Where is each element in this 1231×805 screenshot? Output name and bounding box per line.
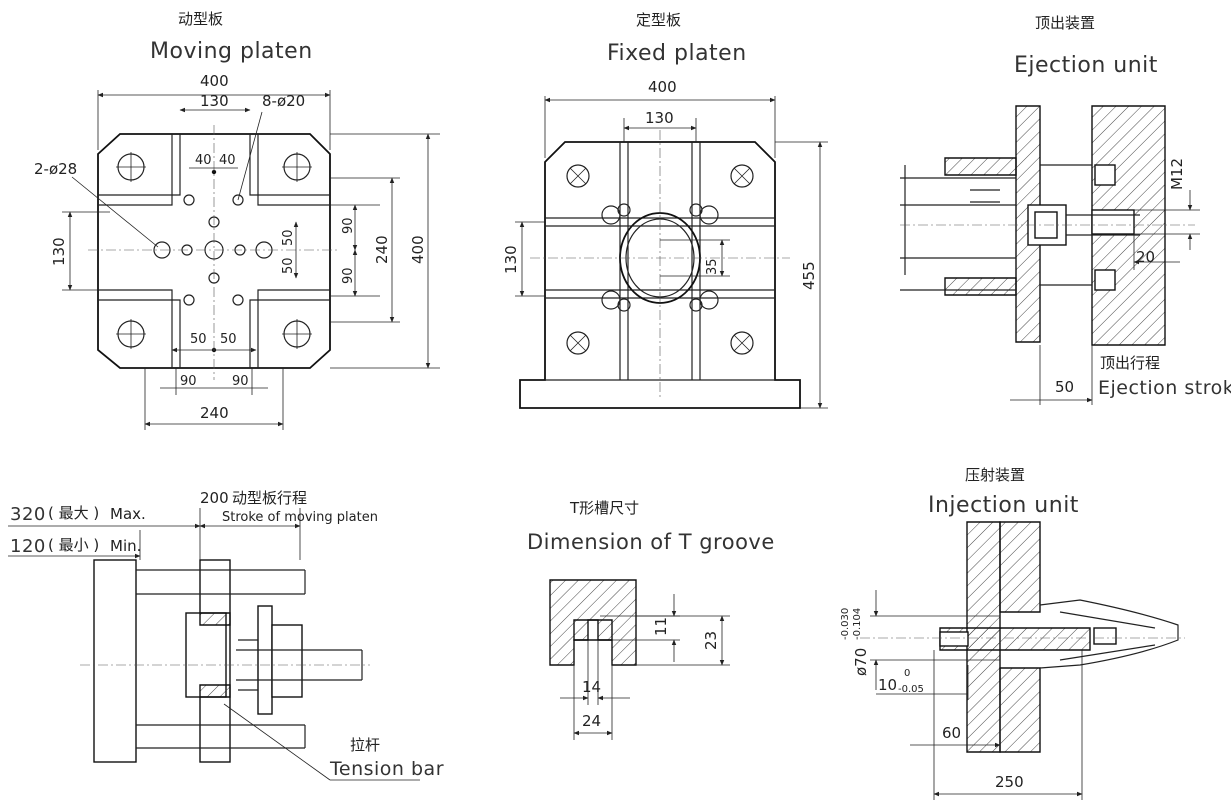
- mp-dim-holes: 8-ø20: [262, 92, 305, 110]
- mp-dim-90b: 90: [341, 267, 356, 284]
- mp-dim-b90b: 90: [232, 374, 249, 389]
- injection-unit-view: 压射装置 Injection unit ø70 -0.030 -0.104 10…: [840, 466, 1185, 800]
- stroke-value: 200: [200, 489, 229, 507]
- tension-bar-en: Tension bar: [329, 758, 444, 780]
- fixed-platen-view: 定型板 Fixed platen: [502, 11, 828, 409]
- mp-dim-b90a: 90: [180, 374, 197, 389]
- iu-dim-60: 60: [942, 724, 961, 742]
- iu-dim-10-tol-up: 0: [904, 668, 910, 679]
- mp-dim-50b: 50: [281, 257, 296, 274]
- mp-dim-b50a: 50: [190, 332, 207, 347]
- fixed-platen-title-cn: 定型板: [636, 11, 681, 29]
- mp-dim-90a: 90: [341, 217, 356, 234]
- ejection-unit-title-cn: 顶出装置: [1035, 14, 1095, 32]
- t-groove-dimensions: 11 23 14 24: [560, 594, 730, 740]
- mp-dim-width: 400: [200, 72, 229, 90]
- mp-dim-center: 130: [200, 92, 229, 110]
- stroke-min-value: 120: [10, 536, 46, 557]
- fixed-platen-dimensions: 400 130 130 35 455: [502, 78, 828, 409]
- fp-dim-width: 400: [648, 78, 677, 96]
- iu-dim-dia-tol-up: -0.030: [840, 608, 851, 640]
- t-groove-title-en: Dimension of T groove: [527, 530, 775, 554]
- tg-dim-14: 14: [582, 678, 601, 696]
- eu-stroke-cn: 顶出行程: [1100, 354, 1160, 372]
- tg-dim-24: 24: [582, 712, 601, 730]
- fixed-platen-body: [519, 130, 801, 409]
- t-groove-body: [549, 579, 637, 666]
- moving-platen-view: 动型板 Moving platen: [34, 10, 440, 430]
- ejection-unit-title-en: Ejection unit: [1014, 53, 1158, 78]
- eu-stroke-en: Ejection stroke: [1098, 377, 1231, 399]
- stroke-min-cn: ( 最小 ): [48, 536, 99, 554]
- fp-dim-left130: 130: [502, 245, 520, 274]
- iu-dim-dia: ø70: [852, 648, 870, 676]
- mp-dim-v240: 240: [373, 235, 391, 264]
- mp-dim-v400: 400: [409, 235, 427, 264]
- fixed-platen-title-en: Fixed platen: [607, 41, 747, 66]
- injection-unit-body: [860, 521, 1185, 753]
- stroke-dimensions: 拉杆 Tension bar: [8, 508, 444, 781]
- moving-platen-dimensions: 400 130 8-ø20 2-ø28 40 40 130 90 90 50 5…: [34, 72, 440, 430]
- stroke-machine: [80, 559, 370, 763]
- moving-platen-title-cn: 动型板: [178, 10, 223, 28]
- mp-dim-40a: 40: [195, 153, 212, 168]
- mp-dim-b50b: 50: [220, 332, 237, 347]
- iu-dim-dia-tol-low: -0.104: [852, 608, 863, 640]
- injection-unit-title-en: Injection unit: [928, 493, 1079, 518]
- tg-dim-23: 23: [702, 631, 720, 650]
- moving-platen-title-en: Moving platen: [150, 39, 313, 64]
- iu-dim-250: 250: [995, 773, 1024, 791]
- ejection-unit-view: 顶出装置 Ejection unit M12: [900, 14, 1231, 405]
- injection-unit-dimensions: ø70 -0.030 -0.104 10 0 -0.05 60 250: [840, 590, 1083, 800]
- fp-dim-35: 35: [705, 258, 720, 275]
- iu-dim-10: 10: [878, 676, 897, 694]
- t-groove-title-cn: T形槽尺寸: [569, 499, 639, 517]
- ejection-unit-dimensions: M12 20 50 顶出行程 Ejection stroke: [1010, 158, 1231, 405]
- stroke-cn: 动型板行程: [232, 489, 307, 507]
- ejection-unit-body: [900, 105, 1195, 346]
- fp-dim-center: 130: [645, 109, 674, 127]
- mp-dim-50a: 50: [281, 229, 296, 246]
- stroke-max-value: 320: [10, 504, 46, 525]
- eu-dim-thread: M12: [1168, 158, 1186, 190]
- fp-dim-455: 455: [800, 261, 818, 290]
- eu-dim-20: 20: [1136, 248, 1155, 266]
- mp-dim-b240: 240: [200, 404, 229, 422]
- tg-dim-11: 11: [652, 617, 670, 636]
- mp-dim-40b: 40: [219, 153, 236, 168]
- injection-unit-title-cn: 压射装置: [965, 466, 1025, 484]
- iu-dim-10-tol-low: -0.05: [898, 684, 924, 695]
- moving-platen-body: [88, 125, 340, 380]
- stroke-min-en: Min.: [110, 537, 141, 555]
- stroke-max-cn: ( 最大 ): [48, 504, 99, 522]
- mp-dim-left130: 130: [50, 237, 68, 266]
- t-groove-view: T形槽尺寸 Dimension of T groove 11 23 14 24: [527, 499, 775, 740]
- stroke-view: 200 动型板行程 Stroke of moving platen 320 ( …: [8, 489, 444, 781]
- stroke-max-en: Max.: [110, 505, 146, 523]
- eu-dim-50: 50: [1055, 378, 1074, 396]
- mp-dim-corner-holes: 2-ø28: [34, 160, 77, 178]
- tension-bar-cn: 拉杆: [350, 736, 380, 754]
